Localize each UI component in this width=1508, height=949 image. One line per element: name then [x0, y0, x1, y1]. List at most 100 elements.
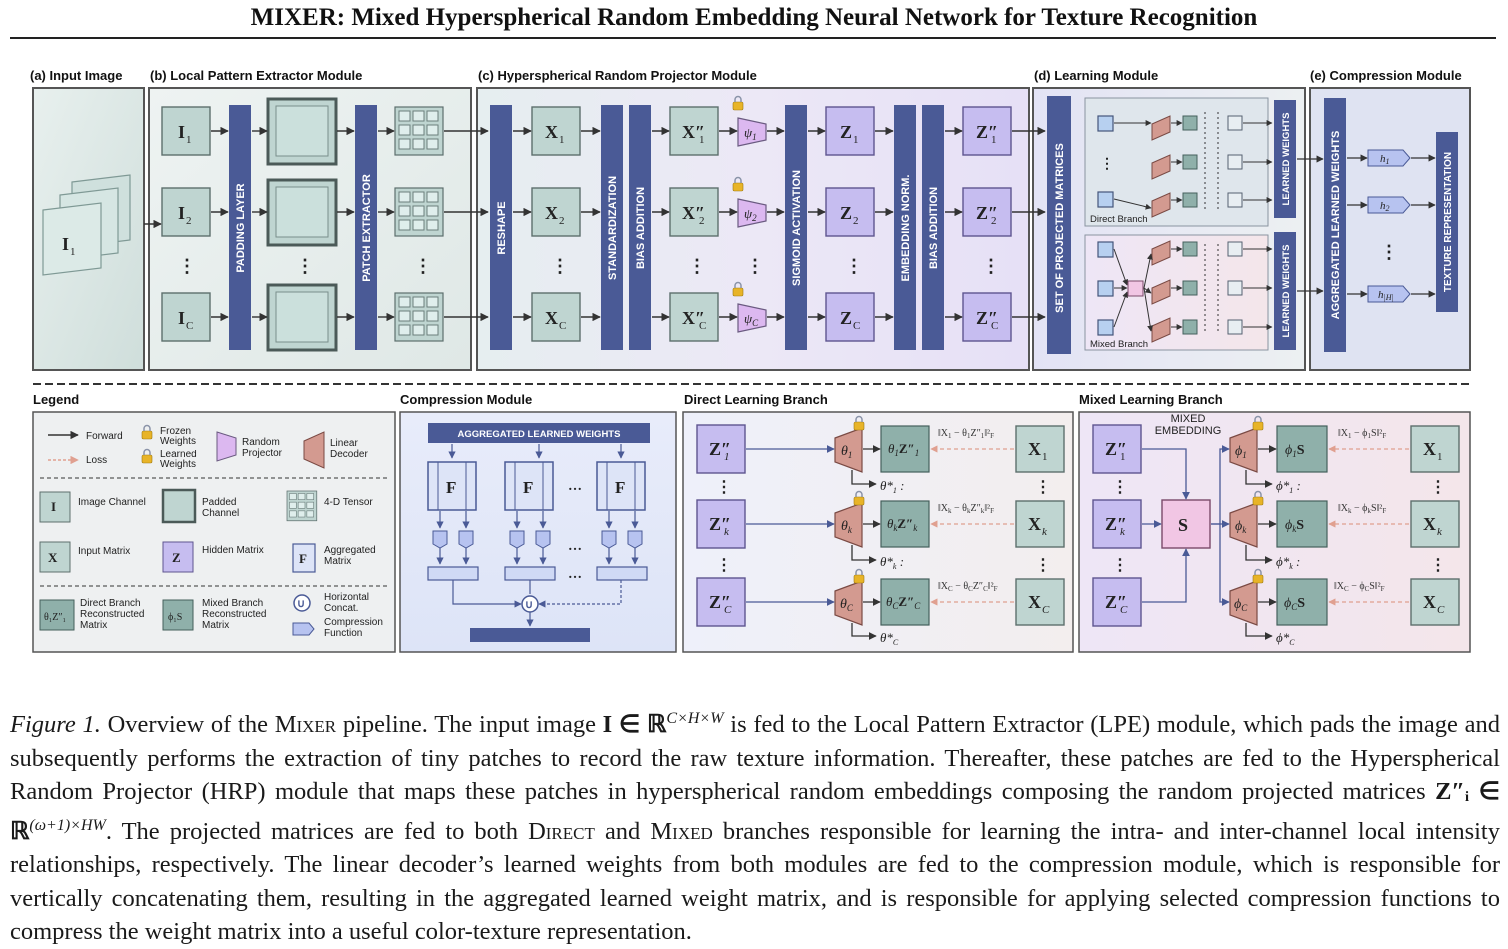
legend-direct-recon: Direct Branch Reconstructed Matrix — [80, 598, 145, 631]
svg-text:⋮: ⋮ — [551, 256, 569, 276]
standardization-bar — [601, 105, 623, 350]
title-rule — [10, 37, 1496, 39]
sigmoid-bar — [785, 105, 807, 350]
svg-text:⋮: ⋮ — [1380, 242, 1398, 262]
svg-text:C: C — [724, 604, 732, 616]
input-image-stack: I 1 — [42, 174, 131, 276]
svg-text:θk: θk — [841, 519, 853, 535]
direct-recon-icon — [39, 599, 75, 631]
svg-text:2: 2 — [559, 215, 565, 227]
learned-weights-label-1: LEARNED WEIGHTS — [1281, 113, 1292, 206]
svg-text:Z: Z — [840, 308, 852, 328]
svg-text:Z″: Z″ — [1105, 592, 1127, 612]
svg-text:X: X — [1423, 439, 1436, 459]
aggregated-matrix-icon — [292, 543, 316, 573]
svg-text:‖X1 − ϕ1S‖²F: ‖X1 − ϕ1S‖²F — [1338, 428, 1386, 440]
svg-text:X: X — [545, 122, 558, 142]
svg-text:1: 1 — [1437, 451, 1443, 463]
svg-text:Z″: Z″ — [709, 439, 731, 459]
legend-hidden-matrix: Hidden Matrix — [202, 545, 264, 556]
svg-text:⋮: ⋮ — [1035, 479, 1051, 496]
caption-math-1-sup: C×H×W — [666, 710, 724, 727]
svg-text:X: X — [1028, 439, 1041, 459]
svg-text:I: I — [178, 122, 185, 142]
svg-text:Z″: Z″ — [976, 122, 998, 142]
svg-text:ϕ1S: ϕ1S — [1285, 443, 1305, 459]
svg-text:Z″: Z″ — [976, 308, 998, 328]
f-block-2: F — [523, 478, 533, 497]
caption-text-6: branches responsible for learning the in… — [10, 817, 1500, 946]
mixed-branch-mini: Mixed Branch — [1084, 234, 1273, 351]
mixed-branch-label: Mixed Branch — [1090, 339, 1148, 350]
svg-text:C: C — [699, 320, 706, 332]
padded-channels: ⋮ — [266, 97, 338, 352]
legend-linear-decoder: Linear Decoder — [330, 438, 368, 460]
svg-text:⋮: ⋮ — [1035, 557, 1051, 574]
svg-text:k: k — [1120, 526, 1126, 538]
svg-text:1: 1 — [1120, 451, 1126, 463]
set-projected-label: SET OF PROJECTED MATRICES — [1054, 143, 1066, 313]
svg-text:θ1Z″1: θ1Z″1 — [888, 441, 919, 458]
svg-text:X: X — [1423, 592, 1436, 612]
mixed-loss-labels: ‖X1 − ϕ1S‖²F ‖Xk − ϕkS‖²F ‖XC − ϕCS‖²F — [1334, 428, 1386, 593]
mixed-embedding-s — [1161, 499, 1211, 549]
hidden-matrix-icon — [162, 541, 194, 573]
bias-addition-bar-1 — [629, 105, 651, 350]
svg-text:C: C — [1120, 604, 1128, 616]
svg-text:2: 2 — [699, 215, 705, 227]
set-projected-bar — [1047, 96, 1071, 354]
caption-direct: Direct — [528, 817, 595, 845]
svg-text:‖Xk − ϕkS‖²F: ‖Xk − ϕkS‖²F — [1338, 503, 1386, 515]
svg-text:⋮: ⋮ — [296, 256, 314, 276]
caption-math-2-sup: (ω+1)×HW — [29, 816, 106, 834]
embedding-norm-label: EMBEDDING NORM. — [900, 175, 912, 282]
svg-text:ϕkS: ϕkS — [1285, 518, 1304, 534]
legend-mixed-recon: Mixed Branch Reconstructed Matrix — [202, 598, 267, 631]
caption-text-1: Overview of the — [100, 711, 275, 739]
pipeline-diagram: (a) Input Image (b) Local Pattern Extrac… — [30, 68, 1471, 653]
reshape-bar — [490, 105, 512, 350]
svg-text:X: X — [1423, 514, 1436, 534]
svg-text:X″: X″ — [682, 122, 705, 142]
channel-i2 — [161, 187, 211, 237]
aggregated-weights-label: AGGREGATED LEARNED WEIGHTS — [1330, 131, 1342, 320]
svg-text:X″: X″ — [682, 308, 705, 328]
direct-branch-mini: ⋮ Direct Branch — [1084, 97, 1273, 227]
standardized-matrices: X″1 X″2 X″C ⋮ — [669, 106, 719, 342]
svg-text:C: C — [559, 320, 566, 332]
direct-branch-title: Direct Learning Branch — [684, 392, 828, 407]
texture-output-bar — [470, 628, 590, 642]
svg-text:1: 1 — [559, 134, 565, 146]
svg-text:X″: X″ — [682, 203, 705, 223]
direct-branch-label: Direct Branch — [1090, 214, 1148, 225]
compression-header-bar — [428, 423, 650, 443]
direct-recon-matrices: θ1Z″1 θkZ″k θCZ″C θ*1 : θ*k : θ*C — [880, 425, 930, 647]
channel-ic — [161, 292, 211, 342]
caption-text-4: . The projected matrices are fed to both — [105, 817, 529, 845]
panel-legend — [32, 411, 396, 653]
direct-loss-labels: ‖X1 − θ1Z″1‖²F ‖Xk − θkZ″k‖²F ‖XC − θCZ″… — [938, 428, 998, 593]
svg-text:ϕCS: ϕCS — [1284, 596, 1305, 612]
embedding-norm-bar — [894, 105, 916, 350]
padding-layer-label: PADDING LAYER — [235, 183, 247, 272]
svg-text:C: C — [1437, 604, 1445, 616]
legend-input-matrix: Input Matrix — [78, 546, 131, 557]
svg-text:‖Xk − θkZ″k‖²F: ‖Xk − θkZ″k‖²F — [938, 503, 994, 515]
caption-math-1: I ∈ ℝ — [602, 711, 667, 739]
concat-node — [521, 595, 539, 613]
mixed-decoders: ϕ1 ϕk ϕC — [1229, 415, 1264, 626]
section-label-compression: (e) Compression Module — [1310, 68, 1462, 83]
svg-text:⋮: ⋮ — [1112, 479, 1128, 496]
random-projector-icon — [216, 431, 237, 462]
svg-text:h2: h2 — [1380, 200, 1390, 213]
legend-frozen: Frozen Weights — [160, 427, 196, 447]
svg-text:⋮: ⋮ — [414, 256, 432, 276]
svg-text:Z″: Z″ — [1105, 514, 1127, 534]
legend-compression-fn: Compression Function — [324, 617, 383, 639]
standardization-label: STANDARDIZATION — [607, 176, 619, 280]
svg-text:Z″: Z″ — [1105, 439, 1127, 459]
compression-bars-small — [427, 566, 648, 581]
